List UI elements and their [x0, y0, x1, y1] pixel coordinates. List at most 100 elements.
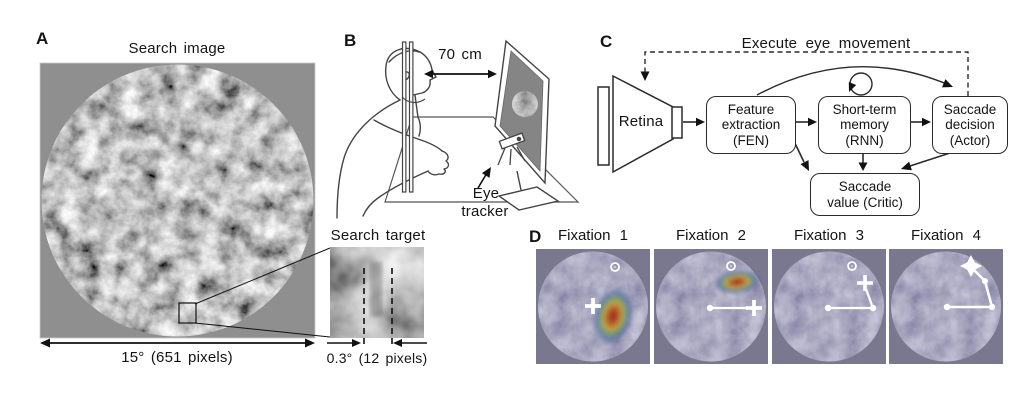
fen-to-actor-arc — [756, 66, 953, 96]
saccade-probability-heatmap — [713, 269, 761, 295]
target-ring-dot-icon — [610, 262, 620, 272]
arrowhead-icon — [481, 167, 491, 178]
panel-b-graphics — [336, 39, 580, 219]
back-outline — [336, 99, 401, 219]
arm-top — [373, 119, 443, 152]
retina-funnel — [597, 74, 683, 174]
target-width-dashed-lines — [363, 268, 393, 345]
retina-label: Retina — [618, 113, 664, 130]
eye-tracker-label-line2: tracker — [461, 203, 509, 220]
target-location-box — [178, 302, 197, 324]
panel-c-letter: C — [600, 32, 613, 51]
node-text: (Actor) — [949, 132, 991, 148]
hand-fingers — [427, 150, 450, 176]
search-target-title: Search target — [330, 227, 426, 244]
scanpath-dot-icon — [982, 278, 988, 284]
node-saccade-value: Saccade value (Critic) — [810, 173, 920, 216]
panel-a-letter: A — [36, 29, 49, 48]
image-width-arrow — [40, 338, 315, 348]
node-text: (FEN) — [733, 132, 769, 148]
node-text: decision — [945, 117, 995, 133]
eye-tracker-device — [497, 132, 526, 166]
node-text: extraction — [721, 117, 781, 133]
chin-cup — [401, 96, 426, 104]
fixation-cross-icon — [746, 300, 762, 316]
panel-a-title: Search image — [128, 40, 226, 57]
node-short-term-memory: Short-term memory (RNN) — [818, 96, 911, 154]
scanpath-dot-icon — [869, 304, 877, 312]
node-text: Saccade — [943, 101, 997, 117]
node-text: Short-term — [832, 101, 897, 117]
panel-a-graphics — [39, 62, 427, 348]
rnn-self-loop — [848, 72, 873, 96]
arrowhead-left-icon — [424, 69, 433, 79]
saccade-probability-heatmap — [592, 286, 634, 346]
search-image-noise — [41, 64, 314, 337]
panel-b-letter: B — [344, 31, 357, 50]
scanpath — [943, 267, 996, 311]
table-outline — [384, 116, 580, 203]
fixation-1-label: Fixation 1 — [557, 227, 629, 244]
feedback-label: Execute eye movement — [741, 35, 911, 52]
eye-tracker-label-line1: Eye — [472, 185, 500, 202]
screen-stimulus-blob — [512, 91, 538, 117]
arrowhead-icon — [696, 117, 705, 127]
fixation-3-label: Fixation 3 — [793, 227, 865, 244]
tracker-tripod — [497, 146, 526, 166]
arrowhead-inward-left-icon — [393, 339, 402, 347]
chin-rest — [401, 41, 426, 193]
fixation-cross-icon — [857, 275, 873, 291]
scanpath-dot-icon — [706, 304, 714, 312]
fixation-3-panel — [772, 249, 886, 364]
monitor-stand — [516, 170, 522, 191]
zoom-connector-lines — [194, 247, 331, 338]
chest-line — [417, 116, 422, 137]
node-saccade-decision: Saccade decision (Actor) — [932, 96, 1008, 154]
target-ring-dot-icon — [847, 261, 857, 271]
scanpath — [824, 288, 877, 312]
tracker-lens-icon — [516, 136, 522, 142]
node-text: Saccade — [838, 179, 892, 194]
scanpath-dot-icon — [943, 303, 951, 311]
arrowhead-left-icon — [40, 338, 50, 348]
panel-c-graphics — [597, 51, 969, 174]
viewing-distance-label: 70 cm — [438, 46, 482, 63]
fixation-4-panel — [889, 249, 1003, 364]
panel-d-letter: D — [529, 227, 542, 246]
fixation-4-label: Fixation 4 — [910, 227, 982, 244]
fixation-1-panel — [536, 249, 650, 364]
scanpath-dot-icon — [824, 304, 832, 312]
face-profile — [412, 51, 437, 96]
arrowhead-icon — [901, 161, 912, 171]
flow-arrowheads — [696, 117, 931, 171]
monitor-base — [497, 186, 560, 211]
arrowhead-right-icon — [305, 338, 315, 348]
image-size-label: 15° (651 pixels) — [121, 349, 233, 366]
arrowhead-icon — [848, 82, 857, 92]
arrowhead-icon — [800, 160, 809, 171]
fixation-cross-icon — [585, 298, 601, 314]
target-size-label: 0.3° (12 pixels) — [326, 350, 428, 366]
arrowhead-right-icon — [488, 69, 497, 79]
fixation-2-panel — [654, 249, 768, 364]
arrowhead-icon — [808, 117, 817, 127]
forearm-bottom — [362, 170, 429, 217]
neck-line — [414, 94, 419, 118]
arrowhead-icon — [858, 162, 868, 171]
viewing-distance-arrow — [424, 69, 497, 79]
node-text: memory — [840, 117, 889, 133]
node-text: (RNN) — [845, 132, 884, 148]
target-width-arrows — [327, 339, 427, 347]
node-text: value (Critic) — [827, 194, 903, 210]
node-feature-extraction: Feature extraction (FEN) — [706, 96, 796, 154]
scanpath-dot-icon — [988, 303, 996, 311]
target-dark-band — [370, 262, 382, 317]
target-ring-dot-icon — [726, 261, 736, 271]
arrowhead-icon — [942, 79, 953, 88]
arrowhead-inward-right-icon — [352, 339, 361, 347]
monitor — [494, 39, 560, 211]
arrowhead-down-icon — [640, 71, 650, 81]
node-text: Feature — [727, 101, 775, 117]
feedback-dashed-path — [640, 51, 969, 96]
